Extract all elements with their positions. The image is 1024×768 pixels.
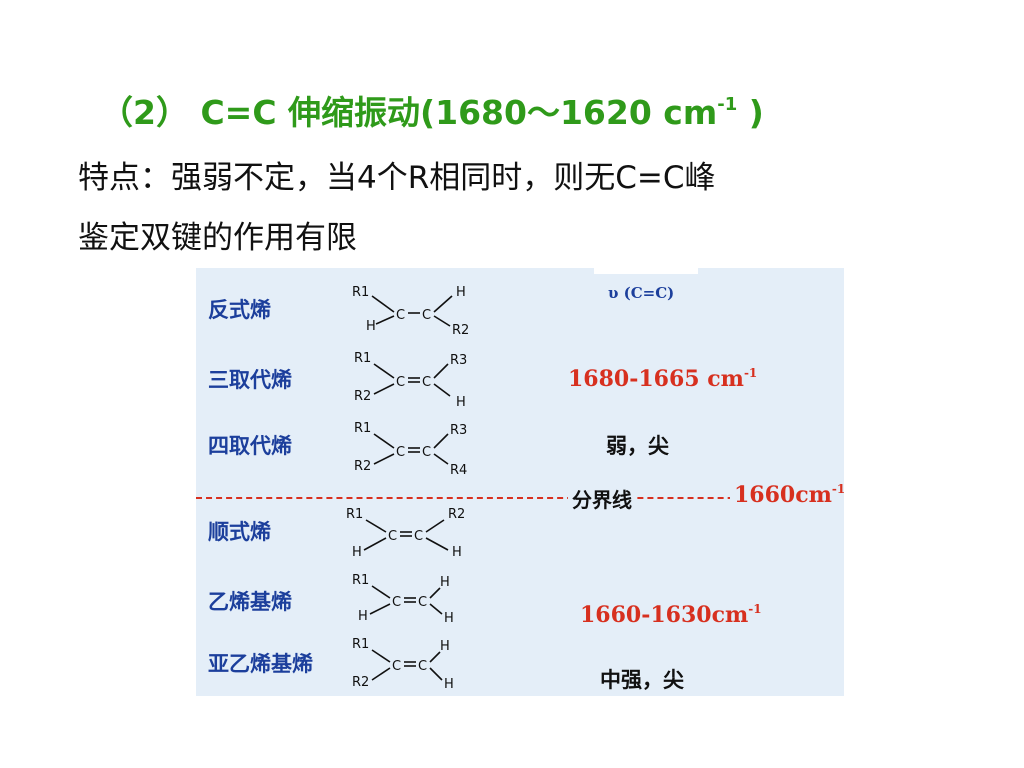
svg-text:C: C bbox=[422, 308, 431, 323]
svg-text:C: C bbox=[392, 595, 401, 610]
struct-sub-c: H bbox=[456, 285, 466, 300]
divider-value-number: 1660cm bbox=[734, 482, 832, 508]
structure-vinylidene: R1 R2 H H C C bbox=[344, 634, 484, 694]
upper-note: 弱，尖 bbox=[606, 433, 669, 458]
svg-text:C: C bbox=[414, 529, 423, 544]
struct-sub-a: R1 bbox=[354, 421, 371, 436]
structure-cis: R1 H R2 H C C bbox=[344, 504, 484, 564]
struct-sub-c: H bbox=[440, 575, 450, 590]
title-prefix: （2） C=C 伸缩振动(1680～1620 cm bbox=[100, 93, 718, 132]
struct-sub-b: R2 bbox=[354, 459, 371, 474]
lower-note: 中强，尖 bbox=[600, 667, 684, 692]
struct-sub-a: R1 bbox=[354, 351, 371, 366]
olefin-stretch-table-image: υ (C=C) 反式烯 三取代烯 四取代烯 顺式烯 乙烯基烯 亚乙烯基烯 R1 … bbox=[196, 268, 844, 696]
divider-value: 1660cm-1 bbox=[730, 482, 844, 508]
svg-text:C: C bbox=[418, 595, 427, 610]
struct-sub-c: H bbox=[440, 639, 450, 654]
divider-line bbox=[196, 497, 844, 499]
nu-cc-header: υ (C=C) bbox=[608, 284, 675, 302]
divider-value-exponent: -1 bbox=[831, 482, 844, 496]
panel-header-notch bbox=[594, 268, 698, 274]
structure-vinyl: R1 H H H C C bbox=[344, 570, 484, 630]
struct-sub-c: R2 bbox=[448, 507, 465, 522]
upper-range: 1680-1665 cm-1 bbox=[568, 366, 757, 392]
lower-range: 1660-1630cm-1 bbox=[580, 602, 762, 628]
olefin-name-vinyl: 乙烯基烯 bbox=[208, 589, 292, 614]
title-exponent: -1 bbox=[717, 94, 738, 115]
structure-trans: R1 H H R2 C C bbox=[344, 282, 484, 342]
struct-sub-b: R2 bbox=[352, 675, 369, 690]
struct-sub-d: H bbox=[452, 545, 462, 560]
olefin-name-tetrasubstituted: 四取代烯 bbox=[208, 433, 292, 458]
svg-text:C: C bbox=[396, 375, 405, 390]
struct-sub-b: H bbox=[352, 545, 362, 560]
struct-sub-c: R3 bbox=[450, 423, 467, 438]
struct-sub-b: R2 bbox=[354, 389, 371, 404]
structure-trisubstituted: R1 R2 R3 H C C bbox=[344, 350, 484, 410]
olefin-name-trisubstituted: 三取代烯 bbox=[208, 367, 292, 392]
upper-range-exponent: -1 bbox=[743, 366, 758, 380]
lower-range-exponent: -1 bbox=[748, 602, 762, 616]
struct-sub-d: H bbox=[444, 611, 454, 626]
olefin-name-vinylidene: 亚乙烯基烯 bbox=[208, 651, 313, 676]
title-suffix: ) bbox=[737, 93, 764, 132]
struct-sub-a: R1 bbox=[352, 637, 369, 652]
struct-sub-a: R1 bbox=[352, 285, 369, 300]
struct-sub-d: R2 bbox=[452, 323, 469, 338]
divider-label: 分界线 bbox=[568, 484, 636, 513]
lower-range-value: 1660-1630cm bbox=[580, 602, 749, 628]
structure-tetrasubstituted: R1 R2 R3 R4 C C bbox=[344, 418, 484, 478]
svg-text:C: C bbox=[396, 445, 405, 460]
upper-range-value: 1680-1665 cm bbox=[568, 366, 744, 392]
struct-sub-c: R3 bbox=[450, 353, 467, 368]
olefin-name-trans: 反式烯 bbox=[208, 297, 271, 322]
struct-sub-a: R1 bbox=[352, 573, 369, 588]
svg-text:C: C bbox=[418, 659, 427, 674]
struct-sub-d: R4 bbox=[450, 463, 467, 478]
struct-sub-d: H bbox=[456, 395, 466, 410]
svg-text:C: C bbox=[396, 308, 405, 323]
struct-sub-d: H bbox=[444, 677, 454, 692]
svg-text:C: C bbox=[422, 445, 431, 460]
olefin-name-cis: 顺式烯 bbox=[208, 519, 271, 544]
struct-sub-b: H bbox=[358, 609, 368, 624]
description-line-1: 特点：强弱不定，当4个R相同时，则无C=C峰 bbox=[78, 160, 716, 196]
svg-text:C: C bbox=[422, 375, 431, 390]
slide-title: （2） C=C 伸缩振动(1680～1620 cm-1 ) bbox=[100, 86, 764, 134]
svg-text:C: C bbox=[388, 529, 397, 544]
struct-sub-b: H bbox=[366, 319, 376, 334]
struct-sub-a: R1 bbox=[346, 507, 363, 522]
description-line-2: 鉴定双键的作用有限 bbox=[78, 220, 357, 256]
svg-text:C: C bbox=[392, 659, 401, 674]
